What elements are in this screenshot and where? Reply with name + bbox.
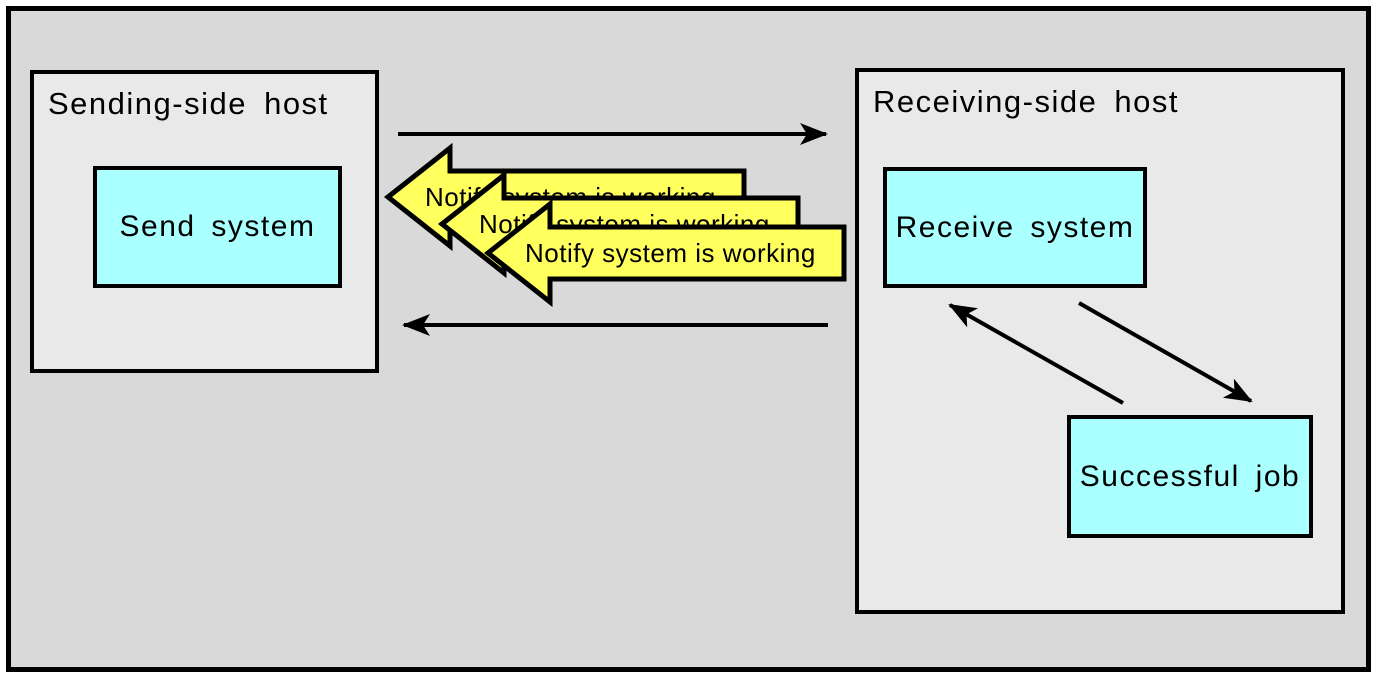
receive-system-label: Receive system — [895, 210, 1135, 244]
sending-host-label: Sending-side host — [48, 86, 329, 121]
send-system-box: Send system — [93, 166, 342, 288]
send-system-label: Send system — [119, 210, 316, 243]
successful-job-box: Successful job — [1067, 415, 1313, 538]
successful-job-label: Successful job — [1079, 459, 1301, 493]
receive-system-box: Receive system — [883, 167, 1147, 288]
receiving-host-label: Receiving-side host — [873, 84, 1180, 119]
